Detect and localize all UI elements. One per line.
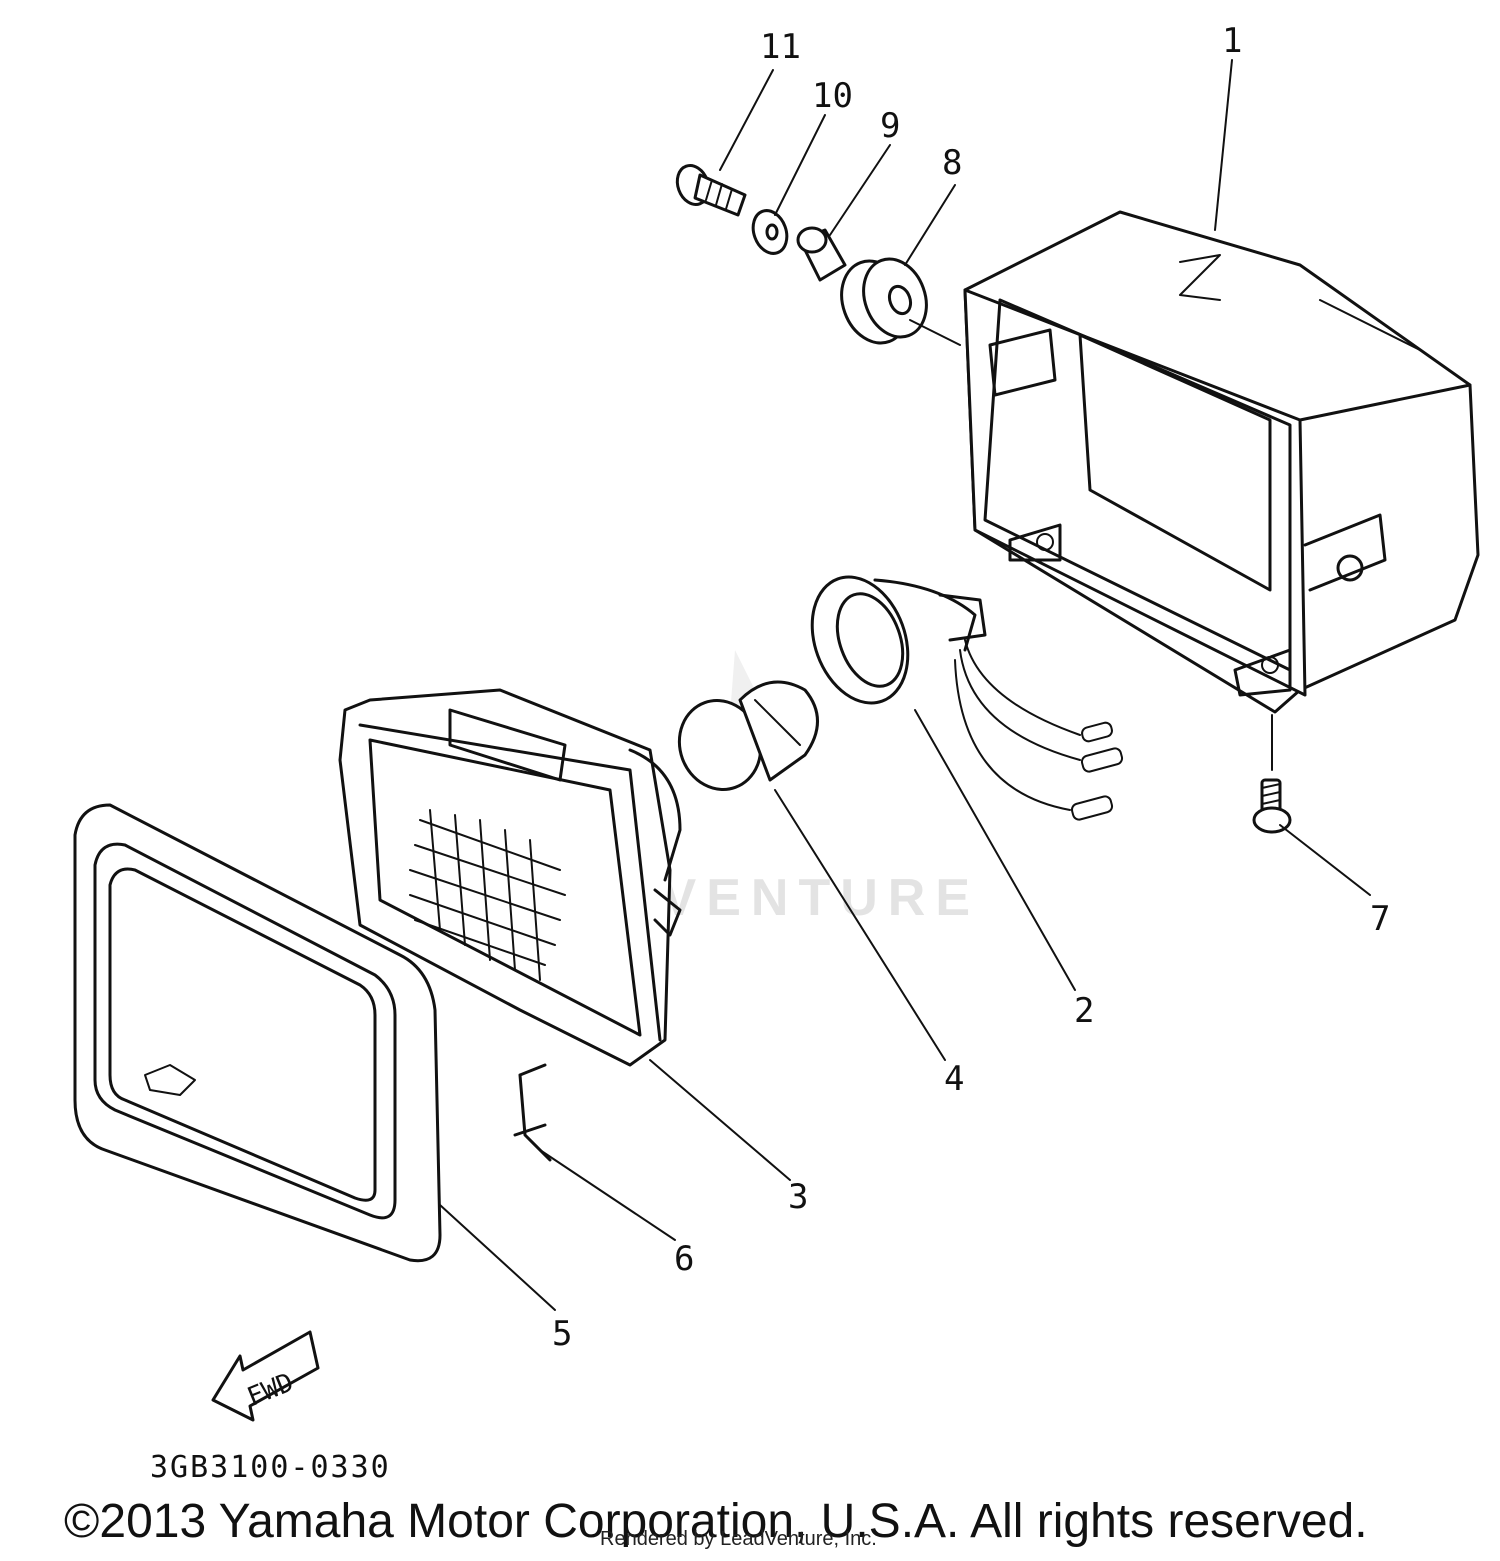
part-11-bolt (675, 164, 747, 217)
part-1-headlight-housing (963, 210, 1480, 714)
leader-lines (439, 59, 1371, 1311)
callout-6: 6 (674, 1239, 694, 1279)
callout-4: 4 (944, 1059, 964, 1099)
diagram-code: 3GB3100-0330 (150, 1450, 391, 1485)
callout-5: 5 (552, 1314, 572, 1354)
callout-labels: 1 2 3 4 5 6 7 8 9 10 11 (552, 21, 1390, 1354)
callout-9: 9 (880, 106, 900, 146)
callout-1: 1 (1222, 21, 1242, 61)
part-5-headlight-rim (73, 803, 442, 1263)
part-7-screw (1252, 778, 1292, 834)
callout-11: 11 (760, 27, 801, 67)
callout-8: 8 (942, 143, 962, 183)
callout-7: 7 (1370, 899, 1390, 939)
part-2-bulb-socket (810, 575, 1124, 821)
callout-3: 3 (788, 1177, 808, 1217)
callout-2: 2 (1074, 991, 1094, 1031)
rendered-by-notice: Rendered by LeadVenture, Inc. (600, 1528, 877, 1550)
part-10-washer (751, 209, 789, 255)
callout-10: 10 (812, 76, 853, 116)
part-6-spring-clip (513, 1063, 552, 1162)
part-3-sealed-beam-unit (338, 688, 682, 1067)
fwd-direction-arrow: FWD (211, 1330, 320, 1422)
part-8-grommet (840, 257, 928, 345)
copyright-notice: ©2013 Yamaha Motor Corporation, U.S.A. A… (64, 1495, 1368, 1548)
part-4-bulb (677, 680, 819, 791)
lens-grid (409, 809, 566, 981)
part-9-collar (796, 226, 847, 282)
